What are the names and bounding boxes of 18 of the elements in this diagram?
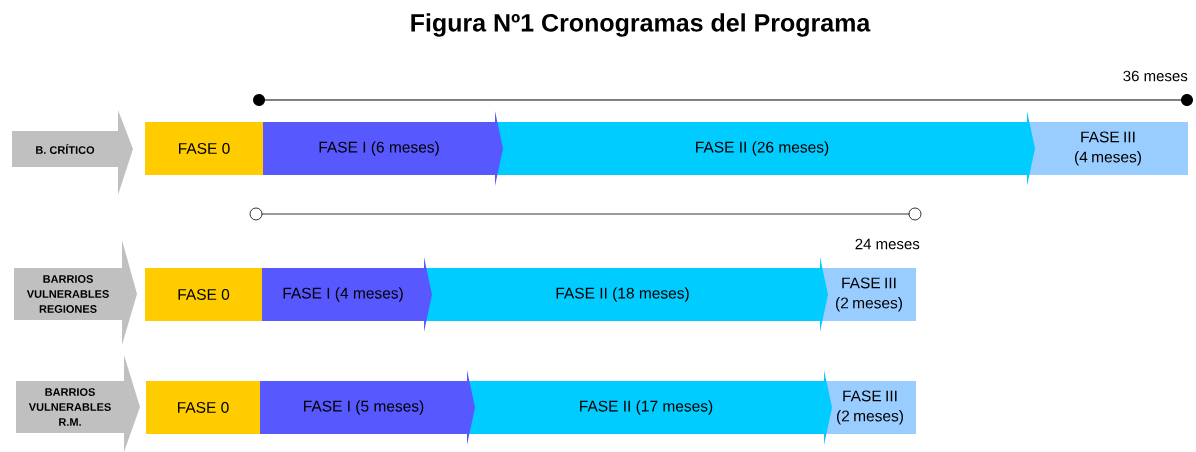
- phase-box: FASE I (4 meses): [262, 257, 432, 332]
- phase-box: FASE III (2 meses): [822, 268, 916, 321]
- phase-box: FASE 0: [146, 381, 260, 434]
- phase-box: FASE II (26 meses): [497, 111, 1035, 186]
- phase-box: FASE I (5 meses): [260, 370, 475, 445]
- phase-box: FASE III (4 meses): [1028, 122, 1188, 175]
- row-header: BARRIOS VULNERABLES REGIONES: [14, 240, 137, 345]
- row-header: BARRIOS VULNERABLES R.M.: [16, 355, 140, 452]
- title: Figura Nº1 Cronogramas del Programa: [411, 13, 871, 37]
- phase-box: FASE 0: [145, 268, 262, 321]
- phase-box: FASE 0: [145, 122, 263, 175]
- row-header: B. CRÍTICO: [12, 110, 133, 195]
- phase-box: FASE II (17 meses): [468, 370, 832, 445]
- duration-label: 36 meses: [1123, 70, 1188, 82]
- phase-box: FASE I (6 meses): [263, 111, 503, 186]
- duration-label: 24 meses: [855, 238, 920, 250]
- phase-box: FASE II (18 meses): [425, 257, 828, 332]
- phase-box: FASE III (2 meses): [824, 381, 916, 434]
